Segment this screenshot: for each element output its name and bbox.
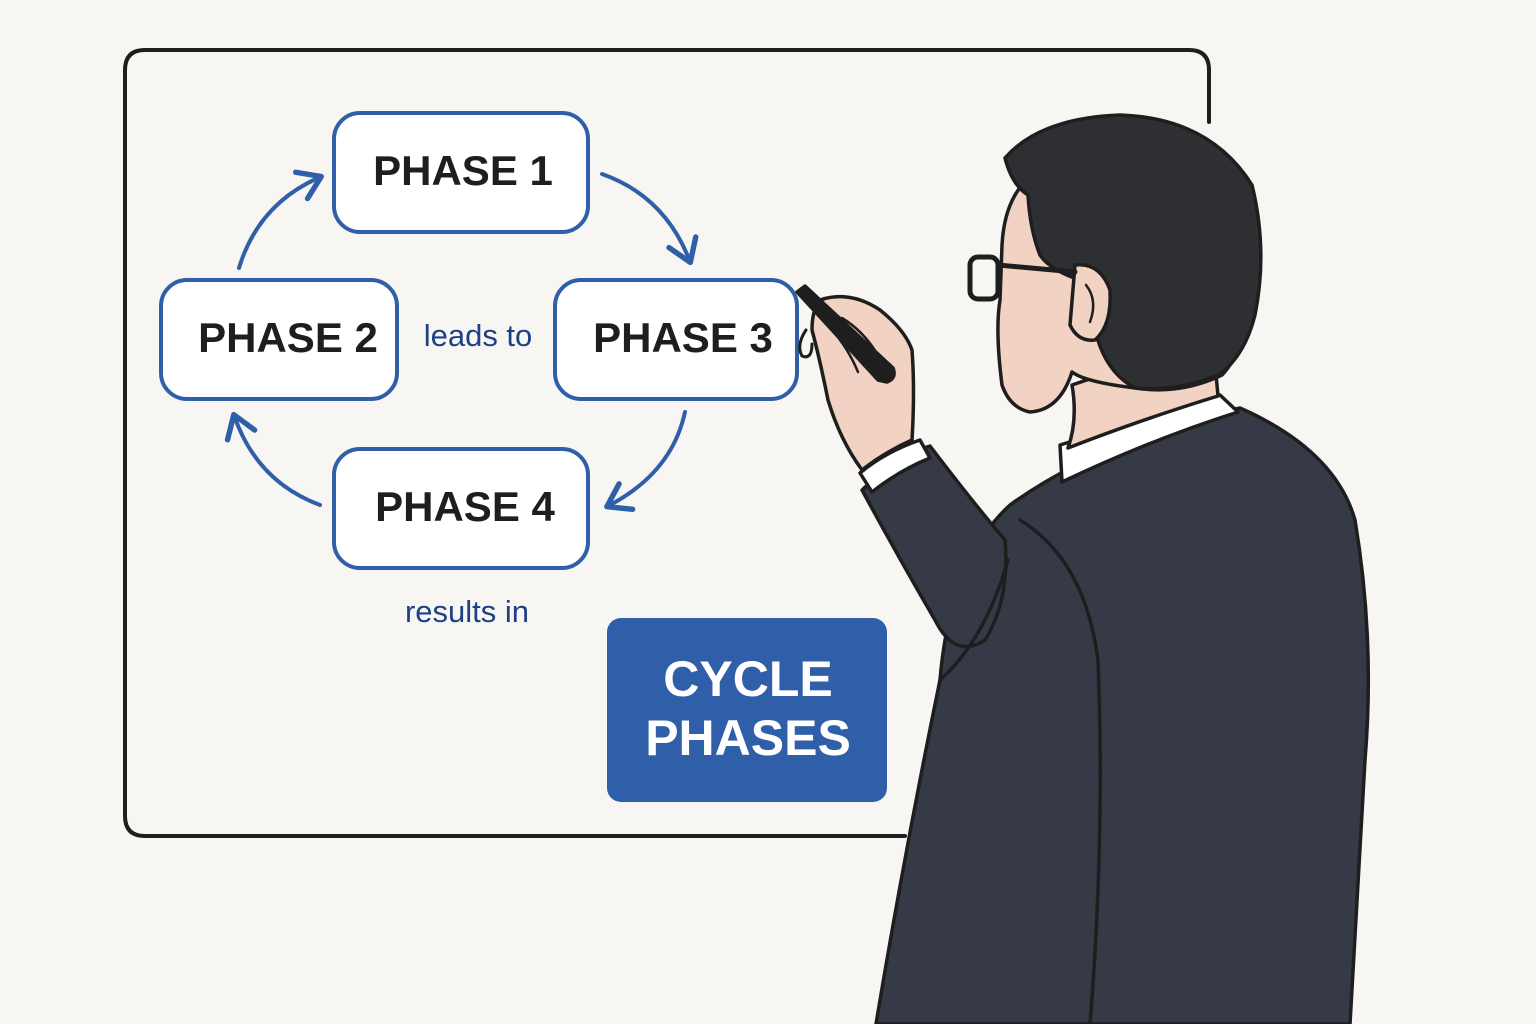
arrow-phase3-to-phase4 (604, 410, 687, 512)
arrow-phase1-to-phase3 (600, 172, 699, 266)
suit-raised-arm (860, 444, 1008, 649)
cycle-arrows (224, 169, 699, 512)
hair (1003, 113, 1263, 391)
phase-box-2: PHASE 2 (159, 278, 399, 401)
ear (1068, 262, 1112, 342)
phase-box-3: PHASE 3 (553, 278, 799, 401)
phase-label-4: PHASE 4 (375, 483, 555, 530)
suit-seam (1018, 518, 1102, 1024)
phase-box-4: PHASE 4 (332, 447, 590, 570)
ear-detail (1084, 283, 1095, 324)
arrow-phase4-to-phase2 (224, 411, 322, 507)
arrow-phase2-to-phase1 (237, 169, 324, 270)
marker-scribble (798, 328, 814, 359)
phase-box-1: PHASE 1 (332, 111, 590, 234)
whiteboard-frame (123, 48, 1211, 838)
suit-seam-lower (938, 558, 1010, 682)
phase-label-3: PHASE 3 (593, 314, 773, 361)
marker-icon (795, 284, 896, 384)
cycle-phases-box: CYCLE PHASES (607, 618, 887, 802)
person-figure (795, 113, 1371, 1024)
hand (810, 294, 916, 472)
phase-label-2: PHASE 2 (198, 314, 378, 361)
leads-to-label: leads to (424, 318, 533, 353)
phase-label-1: PHASE 1 (373, 147, 553, 194)
cycle-label-line2: PHASES (645, 710, 851, 766)
results-in-label: results in (405, 594, 529, 629)
cycle-label-line1: CYCLE (663, 651, 832, 707)
glasses-icon (967, 254, 1078, 302)
